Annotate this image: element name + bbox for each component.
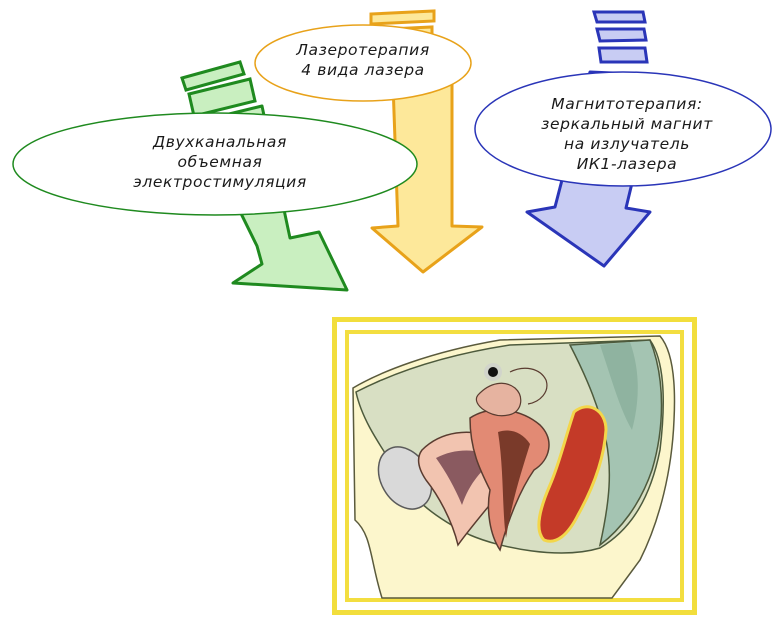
magnetotherapy-line-1: Магнитотерапия:: [482, 94, 772, 114]
electrostimulation-line-3: электростимуляция: [55, 172, 385, 192]
electrostimulation-line-1: Двухканальная: [55, 132, 385, 152]
electrostimulation-label: Двухканальная объемная электростимуляция: [55, 132, 385, 192]
laser-line-1: Лазеротерапия: [258, 40, 468, 60]
magnetotherapy-line-4: ИК1-лазера: [482, 154, 772, 174]
magnetotherapy-label: Магнитотерапия: зеркальный магнит на изл…: [482, 94, 772, 174]
electrostimulation-line-2: объемная: [55, 152, 385, 172]
pelvic-anatomy-illustration: [332, 317, 697, 615]
laser-therapy-label: Лазеротерапия 4 вида лазера: [258, 40, 468, 80]
magnetotherapy-line-2: зеркальный магнит: [482, 114, 772, 134]
laser-line-2: 4 вида лазера: [258, 60, 468, 80]
magnetotherapy-line-3: на излучатель: [482, 134, 772, 154]
